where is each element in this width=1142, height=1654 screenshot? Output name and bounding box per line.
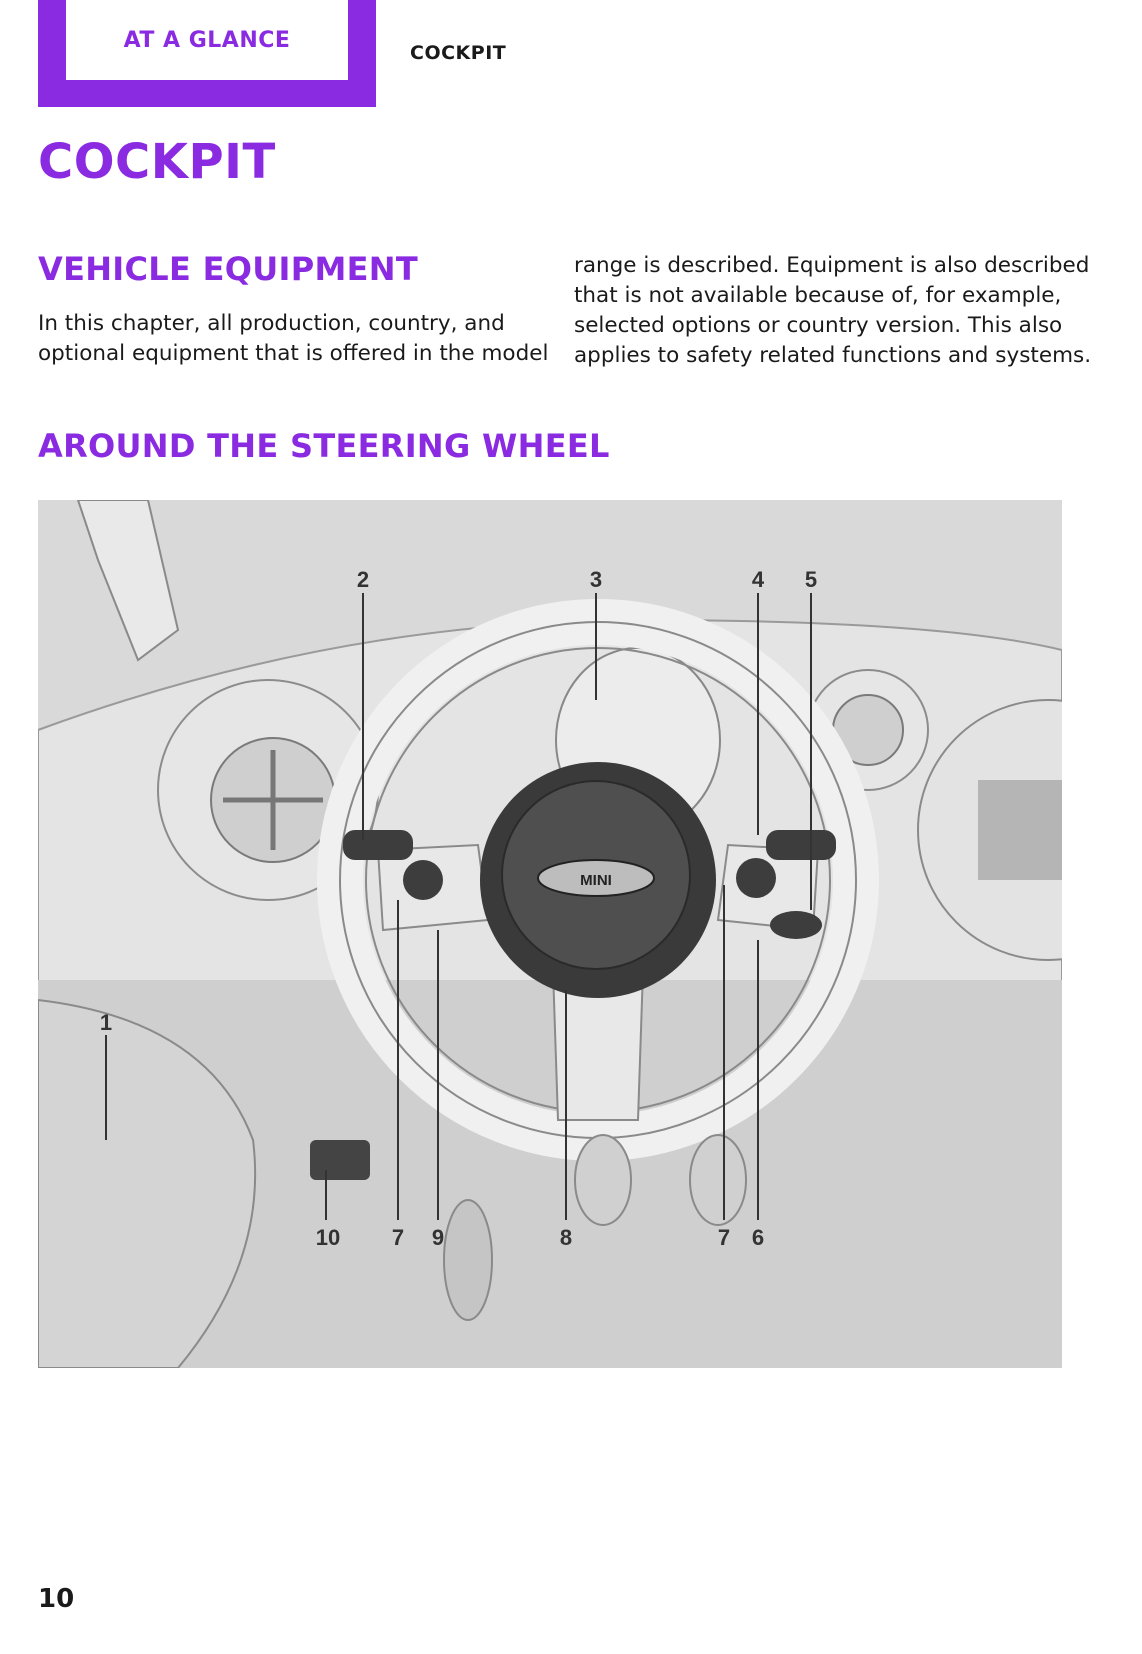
callout-7-left: 7 [392, 1225, 404, 1250]
body-line: applies to safety related functions and … [574, 343, 1092, 368]
body-line: range is described. Equipment is also de… [574, 253, 1090, 278]
callout-3: 3 [590, 567, 602, 592]
callout-8: 8 [560, 1225, 572, 1250]
page-number: 10 [38, 1584, 75, 1614]
callout-9: 9 [432, 1225, 444, 1250]
body-line: In this chapter, all production, country… [38, 311, 505, 336]
vehicle-equipment-heading: VEHICLE EQUIPMENT [38, 250, 419, 288]
callout-7-right: 7 [718, 1225, 730, 1250]
cockpit-drawing: MINI 1 2 3 4 5 6 [38, 500, 1062, 1368]
steering-wheel-heading: AROUND THE STEERING WHEEL [38, 427, 610, 465]
callout-6: 6 [752, 1225, 764, 1250]
vehicle-equipment-col1: In this chapter, all production, country… [38, 309, 548, 369]
chapter-tab[interactable]: AT A GLANCE [38, 0, 376, 107]
vehicle-equipment-col2: range is described. Equipment is also de… [574, 251, 1091, 371]
body-line: optional equipment that is offered in th… [38, 341, 549, 366]
chapter-tab-label: AT A GLANCE [123, 27, 291, 53]
body-line: that is not available because of, for ex… [574, 283, 1062, 308]
cockpit-illustration: MINI 1 2 3 4 5 6 [38, 500, 1062, 1368]
callout-2: 2 [357, 567, 369, 592]
mini-badge: MINI [580, 872, 612, 889]
callout-4: 4 [752, 567, 765, 592]
callout-1: 1 [100, 1010, 112, 1035]
page-title: COCKPIT [38, 134, 276, 190]
callout-10: 10 [316, 1225, 340, 1250]
chapter-tab-inner: AT A GLANCE [66, 0, 348, 80]
body-line: selected options or country version. Thi… [574, 313, 1063, 338]
callout-5: 5 [805, 567, 817, 592]
running-head: COCKPIT [410, 42, 507, 64]
